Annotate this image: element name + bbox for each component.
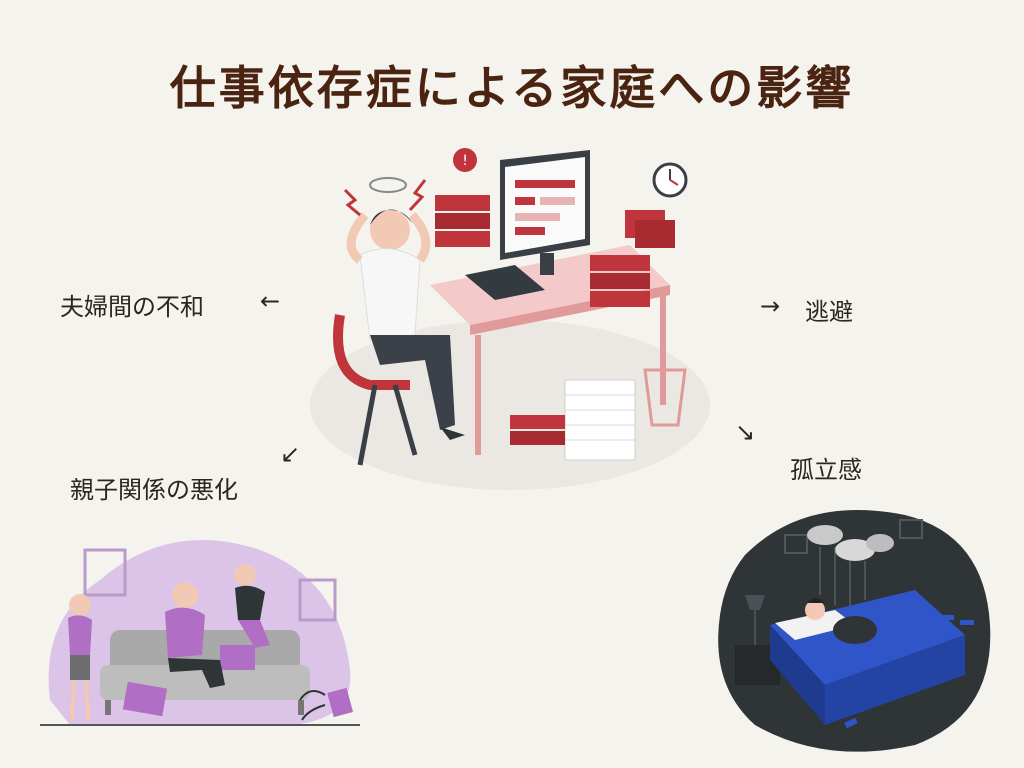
label-marital-discord: 夫婦間の不和 bbox=[60, 293, 204, 321]
svg-text:!: ! bbox=[462, 153, 468, 169]
stressed-worker-icon: ! bbox=[310, 148, 710, 490]
arrow-down-left-icon: ↙ bbox=[280, 440, 301, 468]
label-parent-child: 親子関係の悪化 bbox=[70, 476, 238, 504]
lonely-bedroom-icon bbox=[718, 510, 991, 752]
page-title: 仕事依存症による家庭への影響 bbox=[169, 61, 855, 115]
arrow-left-icon: ← bbox=[260, 287, 281, 315]
arrow-right-icon: → bbox=[760, 292, 781, 320]
arrow-down-right-icon: ↘ bbox=[735, 418, 756, 446]
label-escape: 逃避 bbox=[805, 298, 853, 326]
family-conflict-icon bbox=[40, 540, 360, 726]
label-isolation: 孤立感 bbox=[790, 456, 862, 484]
